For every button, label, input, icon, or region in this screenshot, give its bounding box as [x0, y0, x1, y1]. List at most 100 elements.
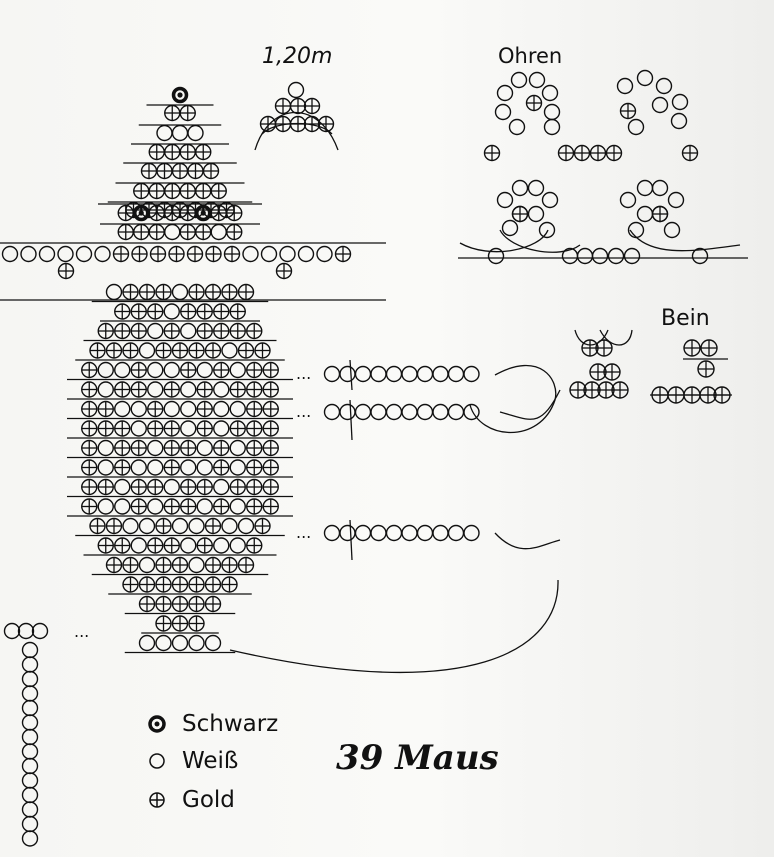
black-bead — [171, 86, 189, 104]
white-bead — [75, 245, 93, 263]
white-bead — [21, 815, 39, 833]
white-bead — [496, 84, 514, 102]
white-bead — [636, 179, 654, 197]
ellipsis-mark: ... — [296, 523, 311, 542]
white-bead — [287, 81, 305, 99]
white-bead — [651, 179, 669, 197]
white-bead — [607, 247, 625, 265]
white-bead — [370, 524, 387, 542]
white-bead — [370, 403, 387, 421]
white-bead — [21, 656, 39, 673]
white-bead — [210, 223, 227, 241]
white-bead — [188, 517, 205, 535]
white-bead — [196, 459, 213, 476]
white-bead — [138, 634, 156, 652]
white-bead — [122, 517, 139, 535]
white-bead — [163, 361, 180, 379]
white-bead — [213, 537, 230, 554]
black-bead — [133, 204, 150, 222]
white-bead — [447, 403, 465, 421]
white-bead — [221, 342, 238, 359]
white-bead — [591, 247, 609, 265]
black-bead — [195, 204, 212, 222]
white-bead — [543, 118, 561, 136]
white-bead — [576, 247, 594, 265]
white-bead — [213, 381, 230, 398]
white-bead — [354, 365, 372, 383]
length-thread — [261, 122, 333, 135]
white-bead — [21, 699, 39, 717]
white-bead — [180, 400, 197, 418]
white-bead — [508, 118, 526, 136]
white-bead — [21, 757, 39, 775]
legend-item-white: Weiß — [146, 748, 238, 774]
white-bead — [416, 365, 434, 383]
whisker-thread — [469, 364, 557, 433]
legend-label-white: Weiß — [182, 748, 239, 774]
white-bead — [401, 365, 418, 383]
black-bead-center — [138, 210, 144, 216]
white-bead — [416, 403, 434, 421]
white-bead — [130, 537, 147, 554]
white-bead — [114, 361, 131, 379]
white-bead — [447, 524, 465, 542]
thread-line — [349, 359, 353, 391]
white-bead — [527, 179, 545, 197]
white-bead — [21, 786, 39, 804]
white-bead — [229, 439, 246, 457]
white-bead — [114, 478, 131, 496]
white-bead — [97, 498, 114, 515]
white-bead — [541, 191, 559, 209]
leg-label: Bein — [661, 306, 710, 331]
white-bead — [187, 124, 204, 142]
white-bead — [188, 634, 205, 652]
white-bead — [21, 743, 39, 760]
white-bead — [180, 420, 197, 437]
white-bead — [57, 245, 74, 263]
white-bead — [163, 400, 180, 418]
white-bead — [354, 524, 372, 542]
white-bead — [21, 801, 39, 818]
white-bead — [496, 191, 514, 209]
white-bead — [31, 622, 49, 640]
white-bead — [97, 439, 114, 457]
white-bead — [180, 322, 197, 340]
white-bead — [543, 103, 561, 121]
white-bead — [147, 381, 164, 398]
white-bead — [171, 517, 189, 535]
white-bead — [147, 459, 164, 476]
white-bead — [196, 361, 213, 379]
white-bead — [114, 400, 131, 418]
white-bead — [432, 365, 449, 383]
white-bead — [354, 403, 372, 421]
white-bead — [229, 498, 246, 515]
white-bead — [229, 459, 246, 476]
ear-thread — [629, 229, 741, 252]
white-bead — [501, 219, 519, 237]
white-bead — [527, 205, 545, 223]
white-bead — [196, 439, 213, 457]
white-bead — [538, 221, 556, 239]
white-bead — [541, 84, 559, 102]
white-bead — [130, 400, 147, 418]
white-bead — [97, 381, 114, 398]
length-thread — [254, 112, 339, 151]
white-bead — [21, 670, 39, 688]
ellipsis-mark: ... — [74, 622, 89, 641]
white-bead — [229, 361, 246, 379]
white-bead — [21, 772, 39, 789]
white-bead — [323, 403, 341, 421]
white-bead — [3, 622, 21, 640]
ears-label: Ohren — [498, 44, 563, 68]
white-bead — [385, 524, 403, 542]
white-bead — [147, 439, 164, 457]
white-bead — [97, 361, 114, 379]
black-bead-icon — [148, 715, 166, 733]
white-bead — [180, 537, 197, 554]
legend-label-black: Schwarz — [182, 711, 279, 737]
white-bead — [21, 830, 39, 847]
white-bead — [21, 728, 39, 746]
white-bead — [339, 403, 356, 421]
